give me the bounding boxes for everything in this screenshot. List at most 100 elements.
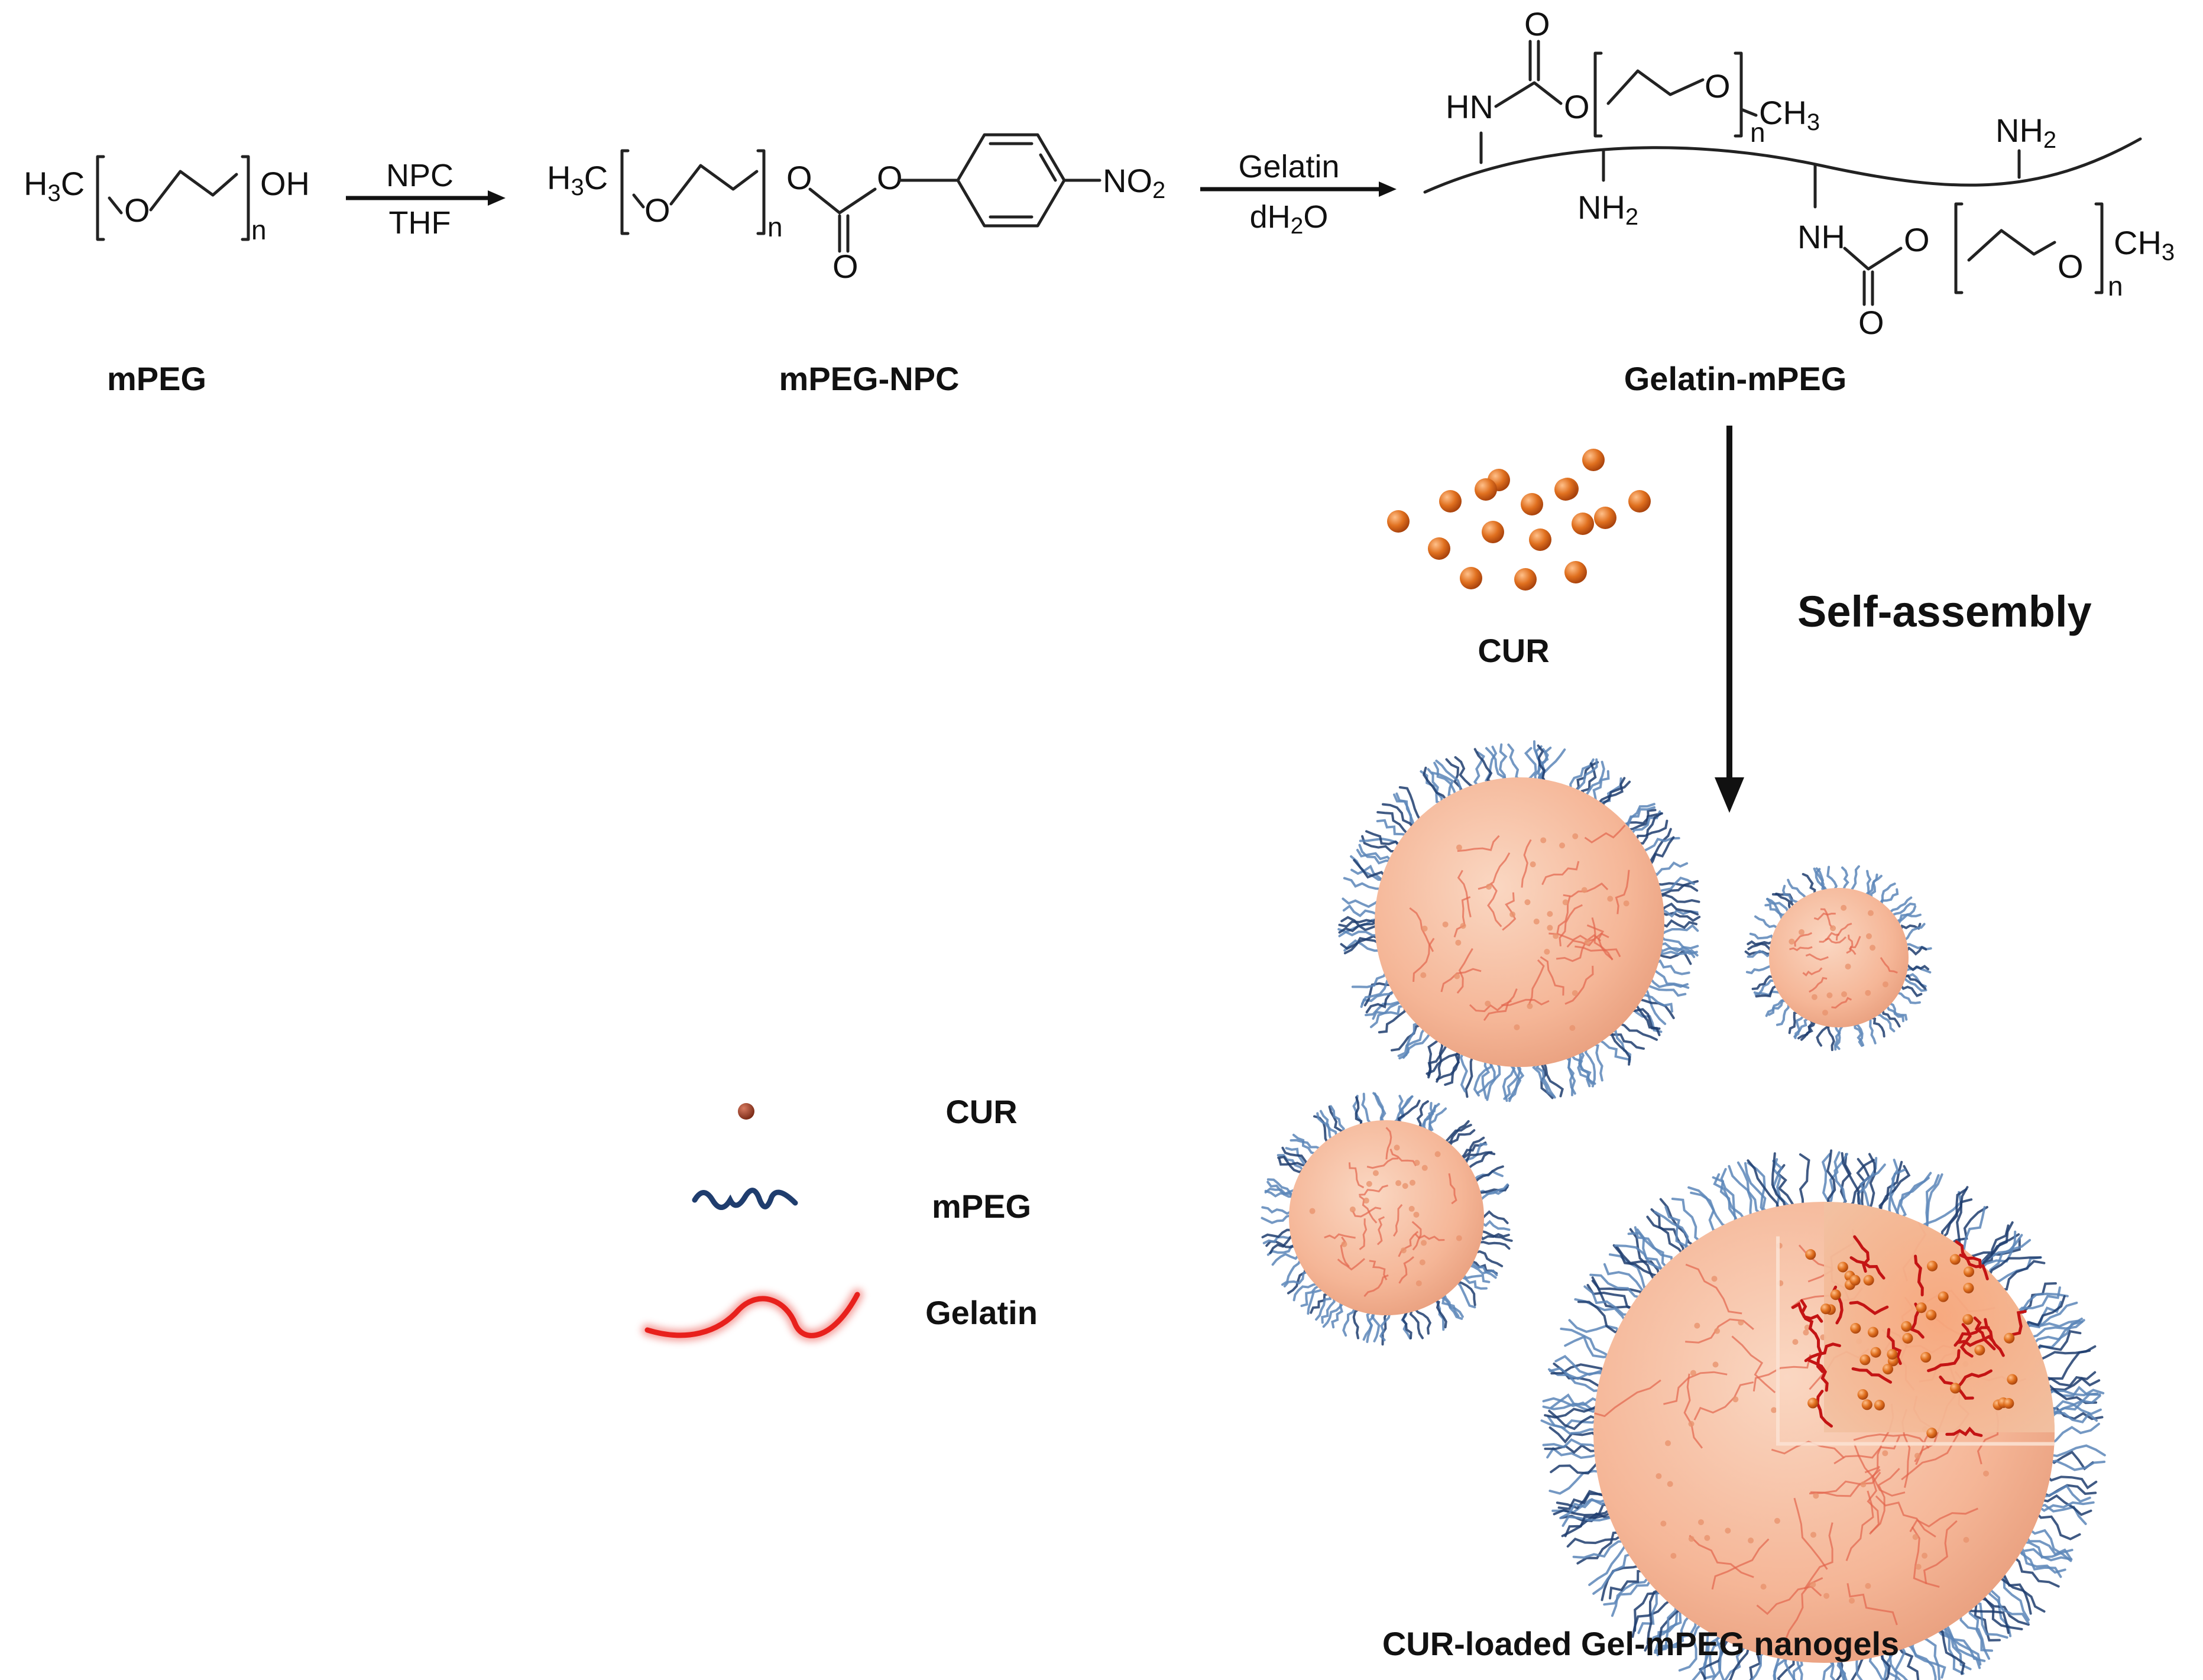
peg-chain xyxy=(1592,770,1610,806)
peg-chain xyxy=(1658,910,1701,922)
encapsulated-cur-particle xyxy=(2004,1332,2015,1344)
top-branch-link-o: O xyxy=(1564,88,1590,125)
curcumin-particle xyxy=(1529,528,1551,551)
peg-chain xyxy=(1553,1506,1615,1517)
curcumin-particle xyxy=(1582,449,1605,471)
peg-chain xyxy=(1749,1647,1768,1680)
peg-chain xyxy=(1647,836,1675,868)
encapsulated-cur-dot xyxy=(1584,939,1590,945)
gelatin-fiber xyxy=(1456,948,1473,994)
peg-chain xyxy=(1569,1052,1593,1085)
encapsulated-cur-dot xyxy=(1372,1170,1379,1176)
encapsulated-cur-dot xyxy=(1845,964,1851,970)
peg-chain xyxy=(1338,920,1381,934)
gelatin-fiber xyxy=(1870,1468,1900,1534)
encapsulated-cur-particle xyxy=(1883,1364,1894,1375)
peg-chain xyxy=(1444,1048,1462,1086)
peg-chain xyxy=(1351,968,1389,988)
peg-chain xyxy=(1590,1042,1603,1082)
top-branch-methyl: CH3 xyxy=(1759,94,1820,135)
gelatin-fiber xyxy=(1393,1204,1403,1237)
nanogel-cutaway xyxy=(1540,1149,2106,1680)
top-branch-nh: HN xyxy=(1446,88,1493,125)
encapsulated-cur-dot xyxy=(1774,1517,1780,1524)
encapsulated-cur-particle xyxy=(1820,1303,1832,1315)
peg-chain xyxy=(1277,1155,1306,1173)
peg-chain xyxy=(1835,1654,1844,1680)
encapsulated-cur-particle xyxy=(1963,1282,1974,1293)
encapsulated-cur-dot xyxy=(1394,1144,1400,1151)
encapsulated-cur-dot xyxy=(1623,900,1629,907)
encapsulated-cur-dot xyxy=(1420,972,1427,978)
encapsulated-cur-particle xyxy=(1887,1348,1898,1360)
self-assembly-label: Self-assembly xyxy=(1797,587,2092,636)
peg-chain xyxy=(1454,756,1479,790)
bond-line xyxy=(149,170,238,212)
gelatin-fiber xyxy=(1901,1429,1962,1481)
encapsulated-cur-particle xyxy=(2003,1398,2014,1409)
gelatin-fiber xyxy=(1414,1233,1445,1241)
gelatin-fiber-exposed xyxy=(1851,1367,1892,1384)
bottom-branch-nh: NH xyxy=(1797,218,1845,255)
encapsulated-cur-particle xyxy=(1849,1274,1861,1286)
peg-chain xyxy=(1827,1023,1835,1052)
peg-chain xyxy=(1290,1139,1323,1150)
peg-chain xyxy=(1376,819,1411,836)
peg-chain xyxy=(1473,1058,1492,1097)
gelatin-fiber xyxy=(1483,988,1518,1021)
cur-cluster-label: CUR xyxy=(1478,632,1549,669)
gelatin-fiber-exposed xyxy=(1800,1299,1816,1335)
peg-chain xyxy=(1569,758,1595,793)
peg-chain xyxy=(1476,1184,1509,1195)
gelatin-fiber xyxy=(1731,1335,1776,1393)
peg-chain xyxy=(1465,1053,1475,1098)
peg-chain xyxy=(1269,1232,1295,1254)
peg-chain xyxy=(1602,780,1631,812)
gelatin-fiber xyxy=(1448,1173,1457,1205)
peg-chain xyxy=(1371,1310,1381,1342)
peg-chain xyxy=(1331,1299,1343,1329)
encapsulated-cur-dot xyxy=(1309,1208,1316,1214)
peg-chain xyxy=(1605,1031,1645,1050)
peg-chain xyxy=(1713,1173,1748,1224)
curcumin-particle xyxy=(1428,537,1450,560)
peg-chain xyxy=(1656,893,1700,903)
encapsulated-cur-dot xyxy=(1849,1597,1855,1604)
peg-chain xyxy=(1537,744,1547,786)
peg-chain xyxy=(1788,1011,1800,1034)
encapsulated-cur-dot xyxy=(1870,945,1876,951)
repeat-bracket-left xyxy=(620,149,630,235)
cutaway-interior-network xyxy=(1791,1235,2027,1439)
peg-chain xyxy=(1278,1157,1310,1167)
gelatin-fiber xyxy=(1591,917,1614,961)
peg-chain xyxy=(1833,1153,1848,1211)
gelatin-fiber xyxy=(1845,1490,1874,1561)
encapsulated-cur-dot xyxy=(1656,1473,1662,1480)
gelatin-fiber xyxy=(1803,1522,1833,1590)
gelatin-mpeg-compound-label: Gelatin-mPEG xyxy=(1624,360,1847,397)
mpeg-methyl-label: H3C xyxy=(24,165,85,206)
encapsulated-cur-dot xyxy=(1559,842,1566,849)
peg-chain xyxy=(1905,962,1930,971)
peg-chain xyxy=(1925,1174,1940,1235)
peg-chain xyxy=(1933,1625,1982,1666)
peg-chain xyxy=(1402,1021,1423,1059)
peg-chain xyxy=(1355,1096,1363,1128)
peg-chain xyxy=(1720,1167,1741,1227)
curcumin-particle xyxy=(1482,521,1504,543)
peg-chain xyxy=(2013,1286,2061,1316)
encapsulated-cur-dot xyxy=(1460,923,1466,929)
peg-chain xyxy=(2034,1501,2095,1512)
gelatin-fiber xyxy=(1540,956,1564,996)
encapsulated-cur-dot xyxy=(1366,1180,1372,1187)
encapsulated-cur-dot xyxy=(1665,1440,1671,1447)
encapsulated-cur-particle xyxy=(1926,1428,1938,1439)
gelatin-network xyxy=(1409,824,1630,1031)
peg-chain xyxy=(1564,1335,1615,1358)
peg-chain xyxy=(2034,1345,2097,1363)
gelatin-fiber xyxy=(1693,1381,1754,1420)
encapsulated-cur-dot xyxy=(1810,1532,1817,1538)
peg-chain xyxy=(1544,1444,1602,1454)
encapsulated-cur-dot xyxy=(1712,1361,1719,1368)
peg-chain xyxy=(1609,1569,1650,1600)
